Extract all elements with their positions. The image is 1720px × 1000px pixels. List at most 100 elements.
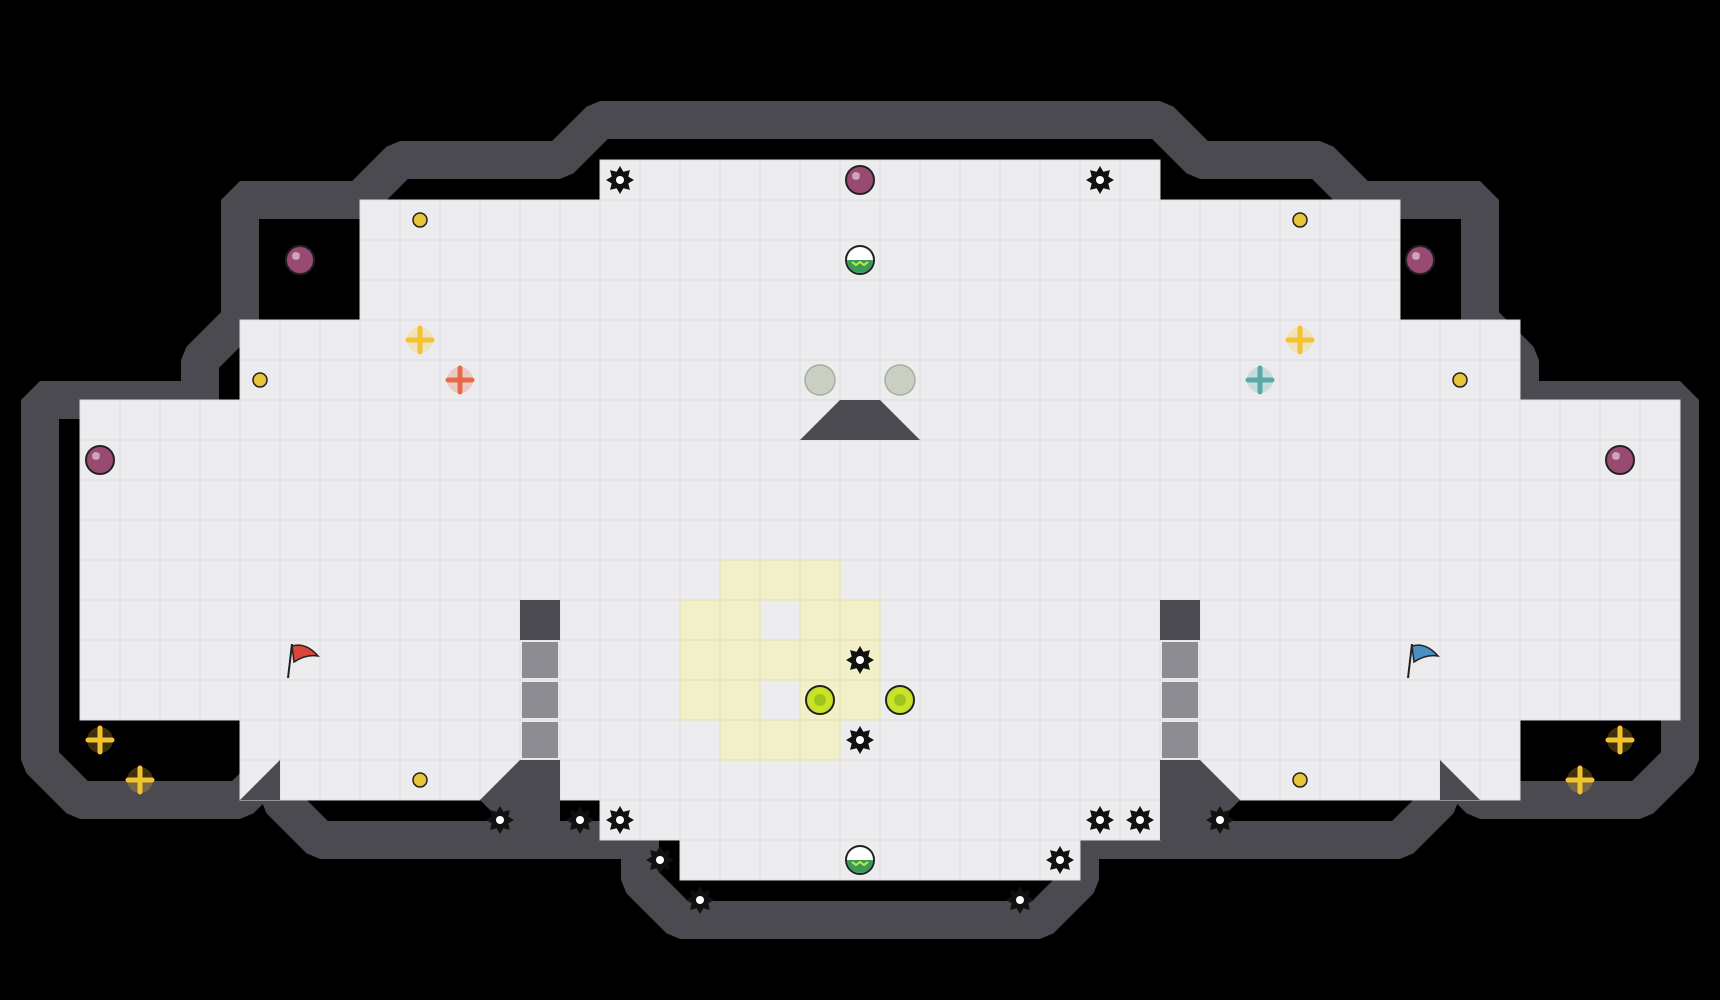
floor-tile bbox=[559, 719, 601, 761]
floor-tile bbox=[479, 559, 521, 601]
floor-tile bbox=[439, 679, 481, 721]
floor-tile bbox=[1639, 479, 1681, 521]
floor-tile bbox=[759, 799, 801, 841]
floor-tile bbox=[1199, 279, 1241, 321]
floor-tile bbox=[119, 399, 161, 441]
floor-tile bbox=[959, 399, 1001, 441]
floor-tile bbox=[399, 639, 441, 681]
floor-tile bbox=[679, 719, 721, 761]
floor-tile bbox=[399, 599, 441, 641]
floor-tile bbox=[719, 239, 761, 281]
floor-tile bbox=[1039, 599, 1081, 641]
floor-tile bbox=[959, 599, 1001, 641]
floor-tile bbox=[999, 719, 1041, 761]
floor-tile bbox=[799, 439, 841, 481]
floor-tile bbox=[999, 799, 1041, 841]
gate-tile bbox=[1162, 642, 1198, 678]
floor-tile bbox=[919, 559, 961, 601]
floor-tile bbox=[1119, 159, 1161, 201]
floor-tile bbox=[399, 359, 441, 401]
floor-tile bbox=[1159, 239, 1201, 281]
floor-tile bbox=[1279, 559, 1321, 601]
portal-icon bbox=[804, 364, 836, 396]
bomb-icon bbox=[285, 245, 315, 275]
floor-tile bbox=[1359, 359, 1401, 401]
floor-tile bbox=[79, 399, 121, 441]
floor-tile bbox=[919, 839, 961, 881]
floor-tile bbox=[679, 479, 721, 521]
floor-tile bbox=[1559, 439, 1601, 481]
floor-tile bbox=[399, 679, 441, 721]
floor-tile bbox=[1359, 439, 1401, 481]
floor-tile bbox=[639, 439, 681, 481]
floor-tile bbox=[1319, 279, 1361, 321]
floor-tile bbox=[1159, 279, 1201, 321]
floor-tile bbox=[999, 599, 1041, 641]
zone-tile bbox=[759, 559, 801, 601]
powerup-icon bbox=[845, 845, 875, 875]
floor-tile bbox=[119, 479, 161, 521]
floor-tile bbox=[1359, 679, 1401, 721]
floor-tile bbox=[959, 319, 1001, 361]
floor-tiles bbox=[79, 159, 1681, 881]
floor-tile bbox=[519, 359, 561, 401]
floor-tile bbox=[639, 799, 681, 841]
floor-tile bbox=[559, 519, 601, 561]
boost-icon bbox=[445, 365, 475, 395]
floor-tile bbox=[1239, 199, 1281, 241]
floor-tile bbox=[559, 759, 601, 801]
floor-tile bbox=[1439, 719, 1481, 761]
floor-tile bbox=[1319, 479, 1361, 521]
floor-tile bbox=[799, 159, 841, 201]
floor-tile bbox=[159, 519, 201, 561]
floor-tile bbox=[79, 559, 121, 601]
blue-flag-icon bbox=[1407, 643, 1440, 679]
floor-tile bbox=[199, 479, 241, 521]
floor-tile bbox=[1439, 479, 1481, 521]
floor-tile bbox=[959, 679, 1001, 721]
floor-tile bbox=[319, 639, 361, 681]
left-corner-wall bbox=[240, 760, 280, 800]
floor-tile bbox=[799, 759, 841, 801]
floor-tile bbox=[1079, 279, 1121, 321]
floor-tile bbox=[999, 639, 1041, 681]
floor-tile bbox=[1279, 399, 1321, 441]
floor-tile bbox=[959, 639, 1001, 681]
spike-icon bbox=[846, 726, 874, 754]
floor-tile bbox=[919, 199, 961, 241]
floor-tile bbox=[399, 519, 441, 561]
floor-tile bbox=[599, 199, 641, 241]
floor-tile bbox=[999, 359, 1041, 401]
floor-tile bbox=[559, 439, 601, 481]
floor-tile bbox=[319, 599, 361, 641]
floor-tile bbox=[639, 719, 681, 761]
floor-tile bbox=[839, 559, 881, 601]
floor-tile bbox=[1279, 439, 1321, 481]
floor-tile bbox=[1199, 319, 1241, 361]
portal-icon bbox=[884, 364, 916, 396]
floor-tile bbox=[359, 319, 401, 361]
floor-tile bbox=[1039, 479, 1081, 521]
boost-icon bbox=[1605, 725, 1635, 755]
floor-tile bbox=[439, 399, 481, 441]
floor-tile bbox=[279, 679, 321, 721]
floor-tile bbox=[239, 519, 281, 561]
floor-tile bbox=[1119, 479, 1161, 521]
floor-tile bbox=[1239, 239, 1281, 281]
floor-tile bbox=[439, 479, 481, 521]
floor-tile bbox=[399, 479, 441, 521]
floor-tile bbox=[1079, 679, 1121, 721]
floor-tile bbox=[759, 479, 801, 521]
toggle-icon bbox=[885, 685, 915, 715]
floor-tile bbox=[1119, 639, 1161, 681]
floor-tile bbox=[599, 479, 641, 521]
floor-tile bbox=[879, 599, 921, 641]
floor-tile bbox=[999, 559, 1041, 601]
floor-tile bbox=[1479, 319, 1521, 361]
wall-block bbox=[1160, 600, 1200, 640]
floor-tile bbox=[999, 159, 1041, 201]
zone-tile bbox=[759, 639, 801, 681]
floor-tile bbox=[599, 279, 641, 321]
floor-tile bbox=[279, 399, 321, 441]
